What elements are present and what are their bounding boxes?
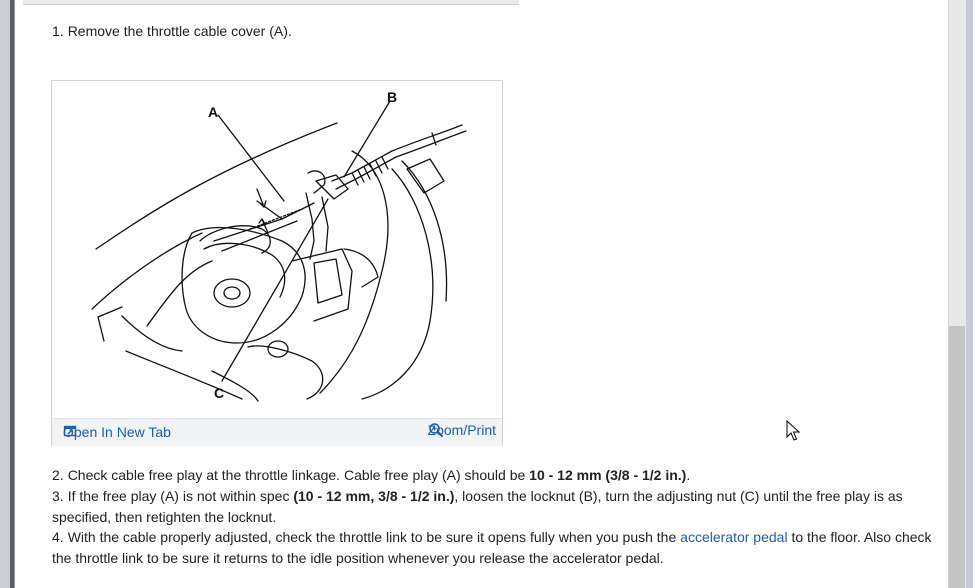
zoom-magnifier-icon [428,423,443,437]
window-left-frame [0,0,15,588]
step-3: 3.If the free play (A) is not within spe… [52,488,903,525]
open-in-new-tab-icon [63,425,77,437]
callout-b: B [387,89,397,105]
step-2: 2.Check cable free play at the throttle … [52,467,691,483]
callout-a: A [208,104,218,120]
zoom-print-link[interactable]: Zoom/Print [427,422,496,438]
scrollbar-thumb[interactable] [949,326,965,588]
throttle-cable-figure: A B C Open In New Tab Zoom/Print [51,80,503,446]
step-1: 1.Remove the throttle cable cover (A). [52,23,292,39]
step-4: 4.With the cable properly adjusted, chec… [52,529,932,566]
callout-c: C [214,385,224,401]
accelerator-pedal-link[interactable]: accelerator pedal [680,529,788,545]
figure-toolbar: Open In New Tab Zoom/Print [52,418,502,446]
window-right-frame [966,0,973,588]
previous-figure-edge [23,0,519,5]
mouse-pointer-icon [786,420,800,441]
open-in-new-tab-link[interactable]: Open In New Tab [63,424,171,440]
throttle-cable-illustration: A B C [91,89,467,402]
